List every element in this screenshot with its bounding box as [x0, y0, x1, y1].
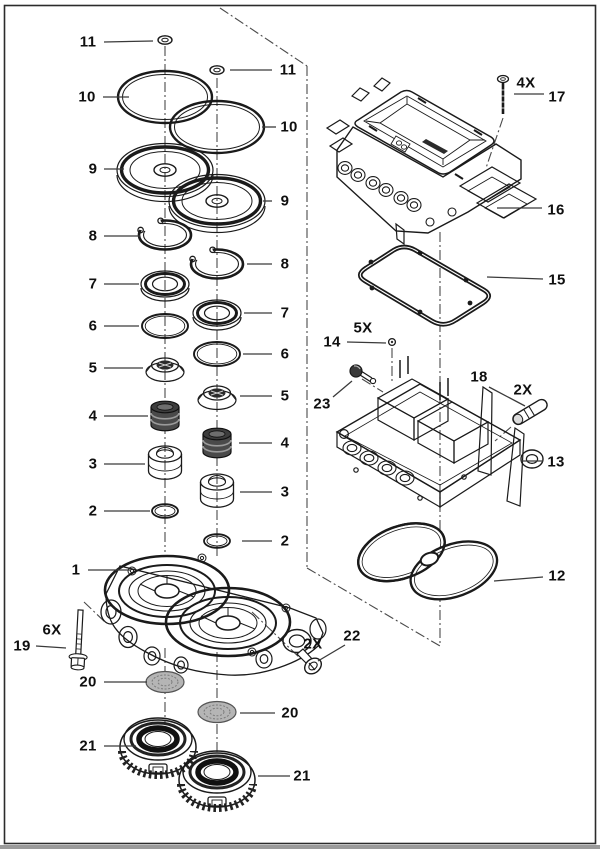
part-21-cap-right	[179, 751, 255, 808]
part-1-lower-housing	[100, 553, 327, 676]
callout-14-34: 14	[323, 333, 341, 351]
leader-22-28	[317, 644, 346, 662]
callout-11-11: 11	[279, 61, 297, 79]
callout-2-9: 2	[88, 502, 98, 520]
callout-3-8: 3	[88, 455, 98, 473]
callout-2x-27: 2X	[303, 635, 323, 653]
callout-16-31: 16	[547, 201, 565, 219]
callout-9-13: 9	[280, 192, 290, 210]
part-23-bleed-valve	[349, 364, 377, 385]
part-16-ecu-cover	[325, 77, 538, 246]
callout-21-24: 21	[79, 737, 97, 755]
callout-7-4: 7	[88, 275, 98, 293]
leader-11-0	[103, 40, 154, 43]
callout-8-3: 8	[88, 227, 98, 245]
part-11-left	[157, 35, 173, 45]
callout-4-7: 4	[88, 407, 98, 425]
callout-20-25: 20	[281, 704, 299, 722]
page-frame	[3, 4, 597, 845]
part-19-bolt	[68, 609, 88, 671]
callout-4x-29: 4X	[516, 74, 536, 92]
callout-5-6: 5	[88, 359, 98, 377]
callout-4-18: 4	[280, 434, 290, 452]
leader-lines	[35, 40, 544, 777]
callout-21-26: 21	[293, 767, 311, 785]
callout-6-16: 6	[280, 345, 290, 363]
part-8-left	[124, 210, 193, 251]
callout-23-35: 23	[313, 395, 331, 413]
part-8-right	[176, 239, 245, 280]
callout-22-28: 22	[343, 627, 361, 645]
leader-19-21	[35, 645, 67, 649]
part-13-valve-block	[335, 356, 544, 509]
part-17-screw	[496, 74, 510, 114]
part-22-plug-screw	[296, 648, 322, 675]
callout-7-15: 7	[280, 304, 290, 322]
callout-18-36: 18	[470, 368, 488, 386]
callout-1-10: 1	[71, 561, 81, 579]
callout-19-21: 19	[13, 637, 31, 655]
callout-13-38: 13	[547, 453, 565, 471]
leader-23-35	[332, 380, 353, 398]
callout-11-0: 11	[79, 33, 97, 51]
callout-20-23: 20	[79, 673, 97, 691]
part-20-filter-left	[145, 670, 185, 694]
part-4-left	[150, 400, 180, 432]
page-bottom-strip	[0, 845, 600, 849]
callout-6-5: 6	[88, 317, 98, 335]
part-14-vent	[387, 337, 397, 347]
callout-8-14: 8	[280, 255, 290, 273]
leader-12-39	[493, 576, 544, 582]
callout-2x-37: 2X	[513, 381, 533, 399]
callout-12-39: 12	[548, 567, 566, 585]
callout-9-2: 9	[88, 160, 98, 178]
part-15-cover-gasket	[357, 244, 492, 327]
leader-14-34	[346, 341, 387, 344]
callout-10-12: 10	[280, 118, 298, 136]
leader-18-36	[488, 386, 526, 407]
leader-15-32	[486, 276, 544, 280]
callout-3-19: 3	[280, 483, 290, 501]
callout-5x-33: 5X	[353, 319, 373, 337]
callout-6x-22: 6X	[42, 621, 62, 639]
part-18-pin	[512, 398, 548, 426]
part-11-right	[209, 65, 225, 75]
callout-17-30: 17	[548, 88, 566, 106]
part-4-right	[202, 427, 232, 459]
callout-10-1: 10	[78, 88, 96, 106]
part-12-body-gasket	[357, 522, 499, 601]
callout-5-17: 5	[280, 387, 290, 405]
part-20-filter-right	[197, 700, 237, 724]
callout-15-32: 15	[548, 271, 566, 289]
callout-2-20: 2	[280, 532, 290, 550]
